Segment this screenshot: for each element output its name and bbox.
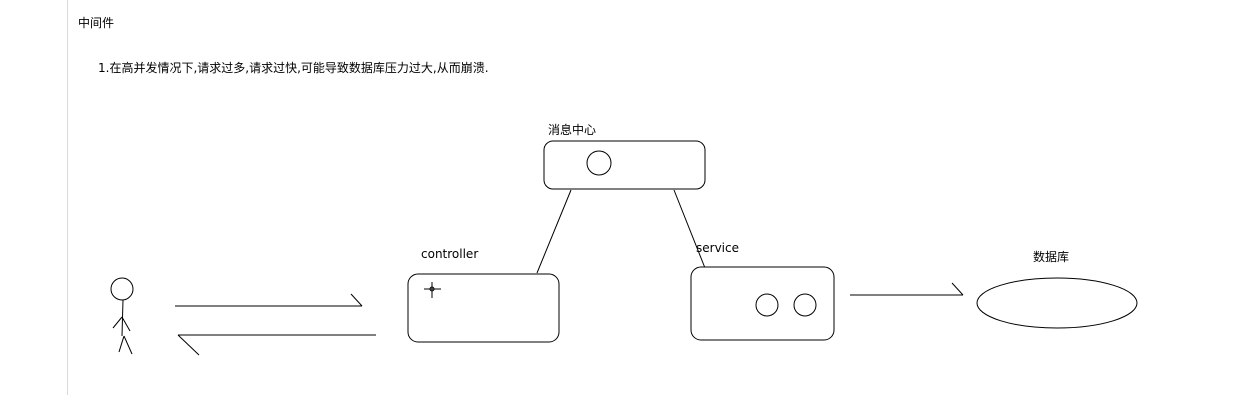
- message-center-node: [543, 140, 706, 190]
- response-arrow: [177, 334, 376, 356]
- service-to-message-center-line: [673, 189, 706, 269]
- controller-node: [407, 273, 560, 343]
- database-node: [976, 277, 1138, 329]
- request-arrow: [175, 293, 363, 307]
- service-to-database-arrow: [850, 282, 964, 296]
- crosshair-cursor-icon: [424, 282, 441, 298]
- database-label: 数据库: [1033, 249, 1069, 264]
- service-node: [690, 266, 835, 341]
- controller-label: controller: [421, 247, 478, 261]
- controller-to-message-center-line: [536, 189, 572, 274]
- message-center-label: 消息中心: [548, 122, 596, 137]
- left-divider: [67, 0, 68, 395]
- page-title: 中间件: [78, 16, 115, 30]
- user-stick-figure: [110, 277, 134, 355]
- service-label: service: [696, 241, 739, 255]
- page-description: 1.在高并发情况下,请求过多,请求过快,可能导致数据库压力过大,从而崩溃.: [98, 61, 489, 75]
